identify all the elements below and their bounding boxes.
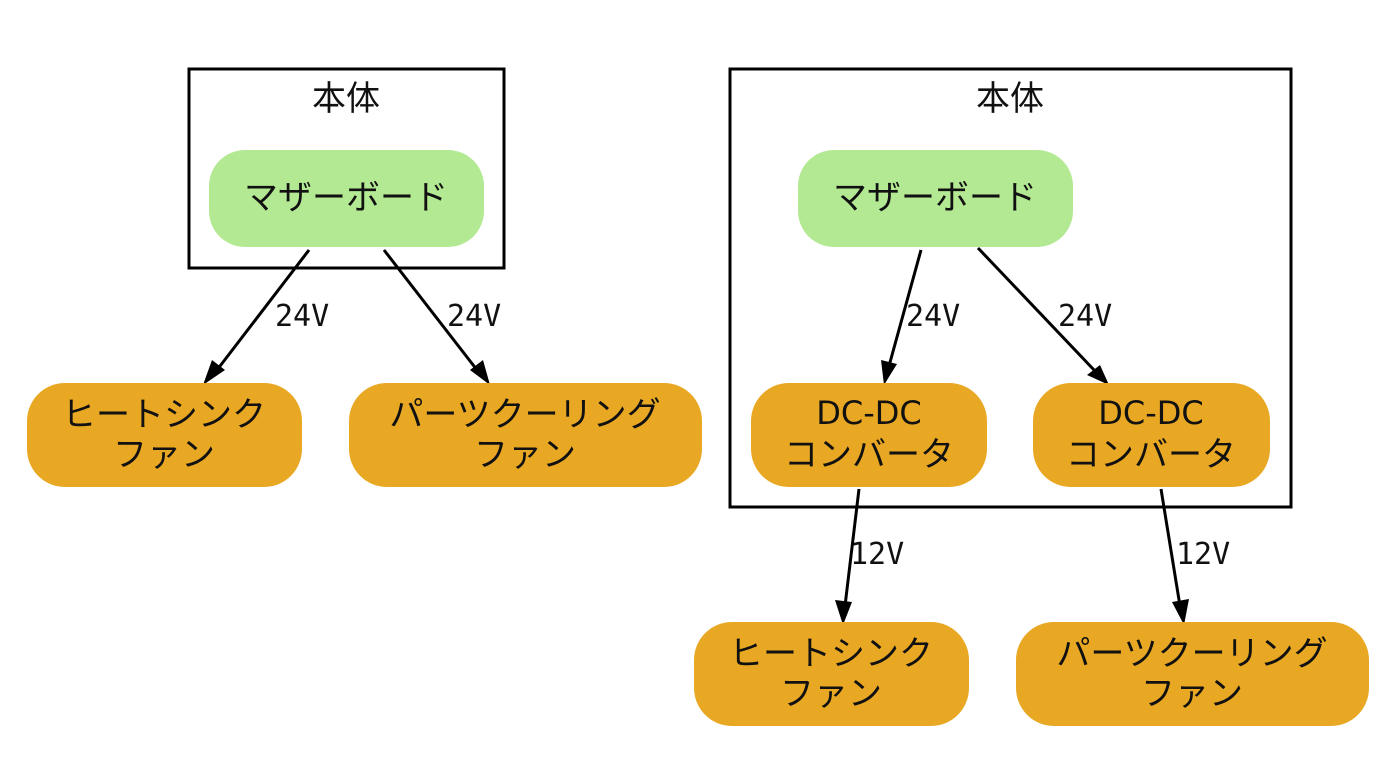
right-converter-right-line1: DC-DC xyxy=(1098,394,1204,432)
right-converter-right-node xyxy=(1033,383,1270,487)
right-arrowhead-parts xyxy=(1172,599,1189,625)
right-arrowhead-conv-left xyxy=(881,360,897,385)
right-heatsink-fan-node xyxy=(694,622,969,726)
left-edge-to-parts xyxy=(382,249,479,371)
right-edge-to-heatsink xyxy=(843,488,861,607)
right-arrowhead-heatsink xyxy=(835,600,852,625)
left-arrowhead-heatsink xyxy=(203,360,225,385)
left-parts-fan-line2: ファン xyxy=(474,435,576,475)
left-motherboard-node xyxy=(209,150,484,247)
right-edge-to-conv-left xyxy=(887,249,923,367)
left-cluster-box xyxy=(187,67,506,270)
right-converter-left-node xyxy=(751,383,987,487)
left-arrowhead-parts xyxy=(470,360,490,385)
right-edge-to-parts xyxy=(1159,488,1182,607)
right-edge-heatsink-label: 12V xyxy=(850,537,904,572)
right-converter-right-line2: コンバータ xyxy=(1066,435,1236,475)
left-heatsink-fan-node xyxy=(27,383,302,487)
left-motherboard-label: マザーボード xyxy=(244,178,448,218)
right-parts-fan-line1: パーツクーリング xyxy=(1056,634,1327,674)
left-diagram: 本体 マザーボード 24V 24V ヒートシンク ファン パーツクーリング ファ… xyxy=(27,67,702,487)
right-motherboard-label: マザーボード xyxy=(833,178,1037,218)
right-converter-left-line2: コンバータ xyxy=(784,435,954,475)
right-parts-fan-line2: ファン xyxy=(1141,674,1243,714)
right-diagram: 本体 マザーボード 24V 24V DC-DC コンバータ DC-DC コンバー… xyxy=(694,67,1369,726)
left-cluster-label: 本体 xyxy=(312,79,380,119)
right-motherboard-node xyxy=(798,150,1073,247)
right-parts-fan-node xyxy=(1016,622,1369,726)
left-heatsink-fan-line2: ファン xyxy=(113,435,215,475)
right-cluster-label: 本体 xyxy=(976,79,1044,119)
left-edge-heatsink-label: 24V xyxy=(275,299,329,334)
right-heatsink-fan-line2: ファン xyxy=(780,674,882,714)
right-edge-conv-left-label: 24V xyxy=(906,299,960,334)
left-edge-to-heatsink xyxy=(215,249,311,371)
right-edge-to-conv-right xyxy=(976,246,1097,373)
right-heatsink-fan-line1: ヒートシンク xyxy=(729,634,933,674)
right-arrowhead-conv-right xyxy=(1087,365,1109,385)
left-parts-fan-node xyxy=(349,383,702,487)
left-edge-parts-label: 24V xyxy=(447,299,501,334)
right-edge-parts-label: 12V xyxy=(1176,537,1230,572)
left-heatsink-fan-line1: ヒートシンク xyxy=(62,395,266,435)
right-converter-left-line1: DC-DC xyxy=(816,394,922,432)
left-parts-fan-line1: パーツクーリング xyxy=(389,395,660,435)
right-cluster-box xyxy=(728,67,1293,509)
right-edge-conv-right-label: 24V xyxy=(1058,299,1112,334)
